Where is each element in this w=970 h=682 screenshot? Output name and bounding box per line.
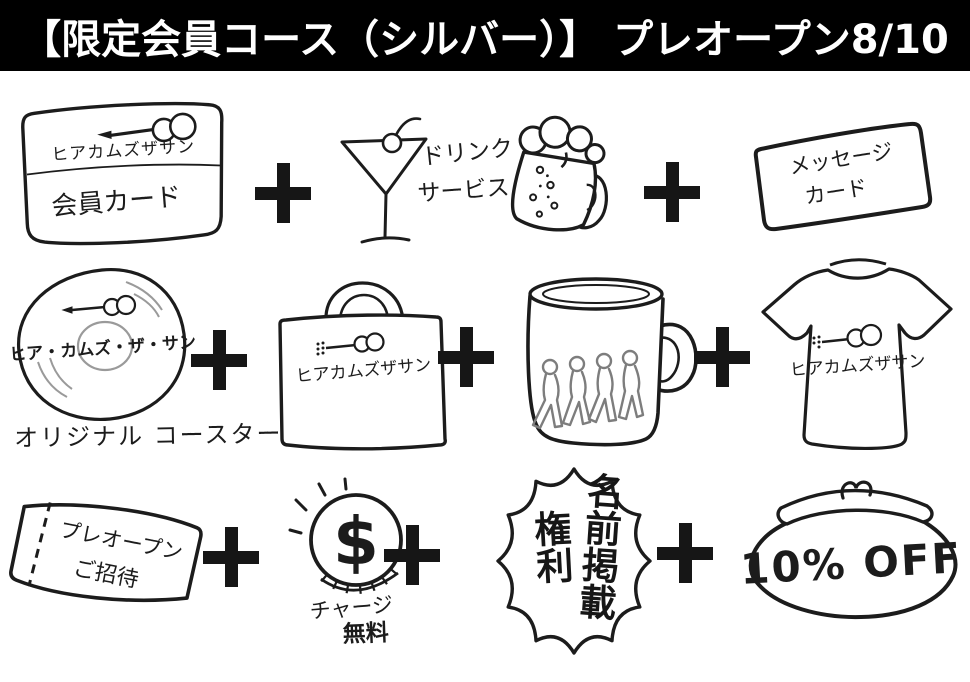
membership-card: ヒアカムズザサン 会員カード: [12, 95, 236, 251]
plus-icon: [438, 327, 494, 387]
tote-bag: ヒアカムズザサン: [266, 256, 458, 451]
discount-text: 10% OFF: [739, 533, 964, 594]
starburst-icon: [496, 467, 652, 655]
plus-icon: [657, 523, 713, 583]
name-listing-sub: 権利: [526, 508, 574, 586]
purse-flap: [776, 488, 934, 526]
original-coaster: ヒア・カムズ・ザ・サン: [9, 264, 200, 424]
guitar-icon: [812, 323, 883, 349]
charge-free: $ チャージ 無料: [288, 477, 443, 648]
plus-icon: [694, 327, 750, 387]
guitar-icon: [316, 332, 385, 356]
coin-icon: [309, 493, 403, 587]
plus-icon: [644, 162, 700, 222]
martini-glass-icon: [340, 117, 428, 244]
guitar-icon: [61, 294, 137, 317]
drink-service: ドリンク サービス: [334, 110, 626, 255]
dollar-symbol: $: [333, 503, 379, 580]
card-divider: [26, 163, 221, 176]
drink-service-line1: ドリンク: [420, 135, 514, 170]
charge-free-line1: チャージ: [309, 592, 394, 623]
walking-figures-icon: [531, 349, 645, 430]
charge-free-line2: 無料: [342, 620, 389, 648]
message-card: メッセージ カード: [738, 116, 940, 244]
tshirt-body: [761, 267, 953, 450]
drink-service-line2: サービス: [417, 175, 511, 207]
sparkle-icon: [288, 477, 348, 535]
membership-card-sketch: ヒアカムズザサン 会員カード: [21, 101, 224, 246]
message-card-outline: [753, 121, 933, 232]
beer-mug-icon: [510, 115, 608, 232]
plus-icon: [203, 527, 259, 587]
mug-rim-inner: [542, 284, 650, 304]
record-hole: [76, 320, 134, 372]
tote-handle-inner: [338, 293, 390, 323]
plus-icon: [191, 330, 247, 390]
name-listing-main: 名前掲載: [571, 470, 625, 622]
mug: [512, 266, 704, 448]
ticket-outline: [9, 503, 203, 603]
coaster-caption: オリジナル コースター: [13, 419, 283, 453]
ticket-stub-line: [27, 502, 52, 587]
t-shirt: ヒアカムズザサン: [750, 252, 965, 457]
plus-icon: [255, 163, 311, 223]
page-title: 【限定会員コース（シルバー）】 プレオープン8/10: [21, 16, 949, 63]
record-grooves: [37, 281, 163, 398]
tote-handle-outer: [324, 281, 405, 323]
tshirt-collar: [829, 258, 887, 267]
tote-body: [278, 313, 447, 451]
mug-rim: [528, 277, 664, 311]
discount-purse: 10% OFF: [735, 474, 967, 634]
header-bar: 【限定会員コース（シルバー）】 プレオープン8/10: [0, 0, 970, 71]
name-listing-right: 名前掲載 権利: [492, 456, 660, 668]
mug-handle: [655, 322, 698, 393]
guitar-icon: [97, 112, 197, 143]
preopen-invitation-ticket: プレオープン ご招待: [1, 485, 206, 625]
plus-icon: [384, 525, 440, 585]
coin-edge-ticks: [320, 568, 399, 594]
coin-edge: [320, 571, 399, 592]
record-icon: [16, 267, 187, 421]
purse-clasp: [840, 480, 873, 500]
